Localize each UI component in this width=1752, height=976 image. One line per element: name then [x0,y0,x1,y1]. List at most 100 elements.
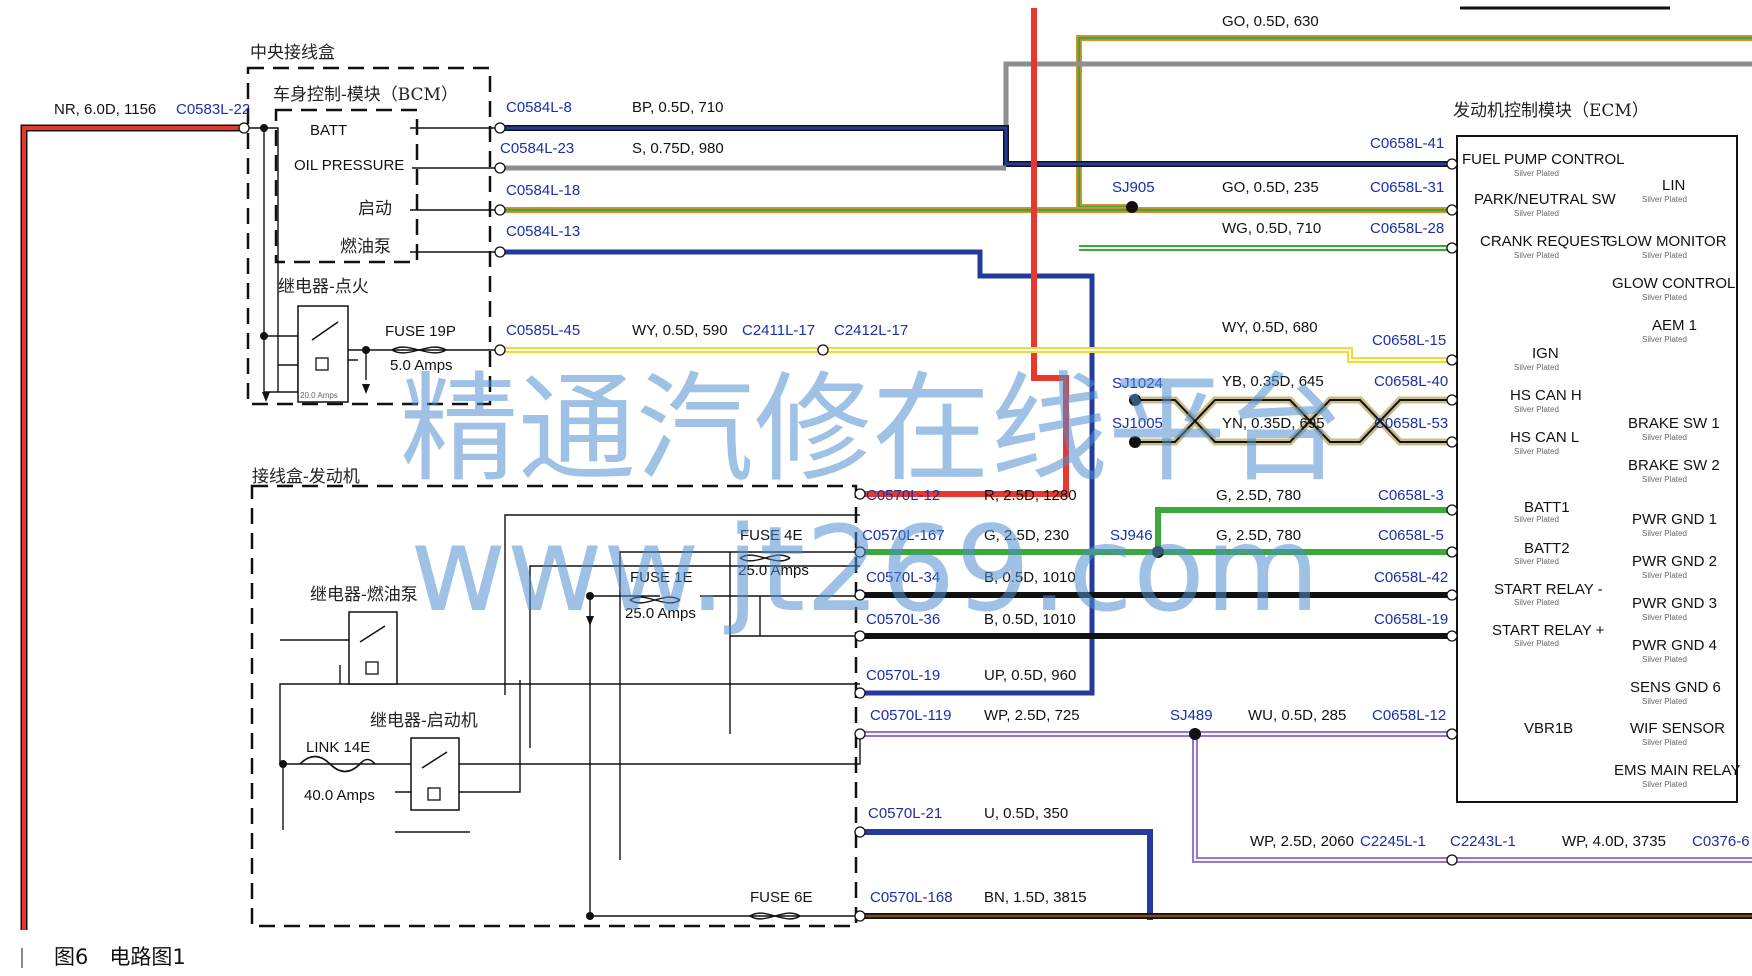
svg-text:C0584L-18: C0584L-18 [506,182,580,199]
bcm-pin-start: 启动 [358,199,392,219]
fuse-6e [749,912,801,920]
svg-text:SJ905: SJ905 [1112,179,1155,196]
svg-text:Silver Plated: Silver Plated [1642,655,1687,664]
svg-text:Silver Plated: Silver Plated [1514,363,1559,372]
silver-plated-notes: Silver Plated Silver Plated Silver Plate… [1514,169,1687,789]
svg-text:C0570L-19: C0570L-19 [866,667,940,684]
fuse-19p-rating: 5.0 Amps [390,357,453,374]
svg-text:Silver Plated: Silver Plated [1642,475,1687,484]
fuse-1e-rating: 25.0 Amps [625,605,696,622]
svg-text:C0658L-3: C0658L-3 [1378,487,1444,504]
ecm-outline [1456,135,1738,803]
wire-g-780-a [1155,507,1452,550]
ecm-pin: PWR GND 3 [1632,595,1717,612]
svg-text:S, 0.75D, 980: S, 0.75D, 980 [632,140,724,157]
fuse-19p [391,346,447,354]
svg-text:C0570L-167: C0570L-167 [862,527,945,544]
fuse-6e-label: FUSE 6E [750,889,813,906]
svg-text:C2411L-17: C2411L-17 [742,322,815,339]
wire-u-350 [860,829,1153,920]
ecm-pins-right: LIN GLOW MONITOR GLOW CONTROL AEM 1 BRAK… [1606,177,1740,779]
svg-text:C0584L-8: C0584L-8 [506,99,572,116]
ignition-relay: 20.0 Amps [297,305,349,403]
svg-text:Silver Plated: Silver Plated [1514,251,1559,260]
svg-text:Silver Plated: Silver Plated [1642,251,1687,260]
fuse-4e [739,554,791,562]
bcm-pin-fuel: 燃油泵 [340,237,391,257]
link-14e-rating: 40.0 Amps [304,787,375,804]
link-14e-label: LINK 14E [306,739,370,756]
svg-text:WP, 2.5D, 725: WP, 2.5D, 725 [984,707,1080,724]
svg-text:GO, 0.5D, 235: GO, 0.5D, 235 [1222,179,1319,196]
ecm-pin: GLOW CONTROL [1612,275,1735,292]
svg-text:C0570L-21: C0570L-21 [868,805,942,822]
svg-text:C0658L-40: C0658L-40 [1374,373,1448,390]
svg-text:WU, 0.5D, 285: WU, 0.5D, 285 [1248,707,1346,724]
svg-text:B, 0.5D, 1010: B, 0.5D, 1010 [984,611,1076,628]
svg-text:NR, 6.0D, 1156: NR, 6.0D, 1156 [54,101,156,118]
svg-text:GO, 0.5D, 630: GO, 0.5D, 630 [1222,13,1319,30]
ecm-pin: SENS GND 6 [1630,679,1721,696]
engine-box-label: 接线盒-发动机 [252,467,360,487]
wire-r-1280 [860,8,1069,497]
ecm-pin: GLOW MONITOR [1606,233,1727,250]
engine-box-outline [250,484,858,928]
svg-text:Silver Plated: Silver Plated [1514,209,1559,218]
svg-text:C0658L-31: C0658L-31 [1370,179,1444,196]
svg-text:C0584L-23: C0584L-23 [500,140,574,157]
starter-relay [410,737,460,811]
svg-text:C0658L-41: C0658L-41 [1370,135,1444,152]
bcm-pin-batt: BATT [310,122,347,139]
wire-labels: NR, 6.0D, 1156 C0583L-22 GO, 0.5D, 630 C… [54,13,1750,906]
svg-text:SJ1024: SJ1024 [1112,375,1163,392]
ecm-pin: PWR GND 1 [1632,511,1717,528]
svg-text:R, 2.5D, 1280: R, 2.5D, 1280 [984,487,1077,504]
ignition-relay-label: 继电器-点火 [278,277,369,297]
svg-text:BN, 1.5D, 3815: BN, 1.5D, 3815 [984,889,1087,906]
svg-text:WY, 0.5D, 680: WY, 0.5D, 680 [1222,319,1318,336]
svg-text:G, 2.5D, 230: G, 2.5D, 230 [984,527,1069,544]
svg-text:WP, 2.5D, 2060: WP, 2.5D, 2060 [1250,833,1354,850]
ecm-pin: HS CAN L [1510,429,1579,446]
watermark-url: www.jt269.com [410,500,1320,638]
ignition-relay-rating: 20.0 Amps [300,391,338,400]
svg-text:C2245L-1: C2245L-1 [1360,833,1426,850]
svg-text:UP, 0.5D, 960: UP, 0.5D, 960 [984,667,1076,684]
ecm-pin: START RELAY + [1492,622,1605,639]
internal-wiring [244,127,861,917]
svg-text:WP, 4.0D, 3735: WP, 4.0D, 3735 [1562,833,1666,850]
svg-text:Silver Plated: Silver Plated [1642,529,1687,538]
svg-text:Silver Plated: Silver Plated [1642,293,1687,302]
svg-text:C0376-6: C0376-6 [1692,833,1750,850]
svg-text:C0658L-53: C0658L-53 [1374,415,1448,432]
svg-text:B, 0.5D, 1010: B, 0.5D, 1010 [984,569,1076,586]
figure-caption: 图6 电路图1 [54,945,186,969]
connector-pins [238,122,1458,922]
ecm-pin: BRAKE SW 1 [1628,415,1720,432]
ecm-pin: CRANK REQUEST [1480,233,1609,250]
ecm-pin: WIF SENSOR [1630,720,1725,737]
svg-text:C0570L-119: C0570L-119 [870,707,951,724]
svg-text:WY, 0.5D, 590: WY, 0.5D, 590 [632,322,728,339]
fuse-4e-rating: 25.0 Amps [738,562,809,579]
svg-text:Silver Plated: Silver Plated [1514,447,1559,456]
ecm-pin: BATT1 [1524,499,1570,516]
fuse-1e [629,596,681,604]
wire-wp-725 [860,731,1752,863]
svg-text:SJ1005: SJ1005 [1112,415,1163,432]
fuel-relay-label: 继电器-燃油泵 [310,585,418,605]
svg-text:C0583L-22: C0583L-22 [176,101,250,118]
svg-text:C2243L-1: C2243L-1 [1450,833,1516,850]
svg-text:Silver Plated: Silver Plated [1642,195,1687,204]
bcm-outline [274,108,419,264]
ecm-pin: VBR1B [1524,720,1573,737]
svg-text:YB, 0.35D, 645: YB, 0.35D, 645 [1222,373,1324,390]
ecm-pin: IGN [1532,345,1559,362]
fuse-4e-label: FUSE 4E [740,527,803,544]
svg-text:SJ489: SJ489 [1170,707,1213,724]
central-box-label: 中央接线盒 [250,43,335,63]
ecm-pin: START RELAY - [1494,581,1603,598]
ecm-pin: BATT2 [1524,540,1570,557]
starter-relay-label: 继电器-启动机 [370,711,478,731]
